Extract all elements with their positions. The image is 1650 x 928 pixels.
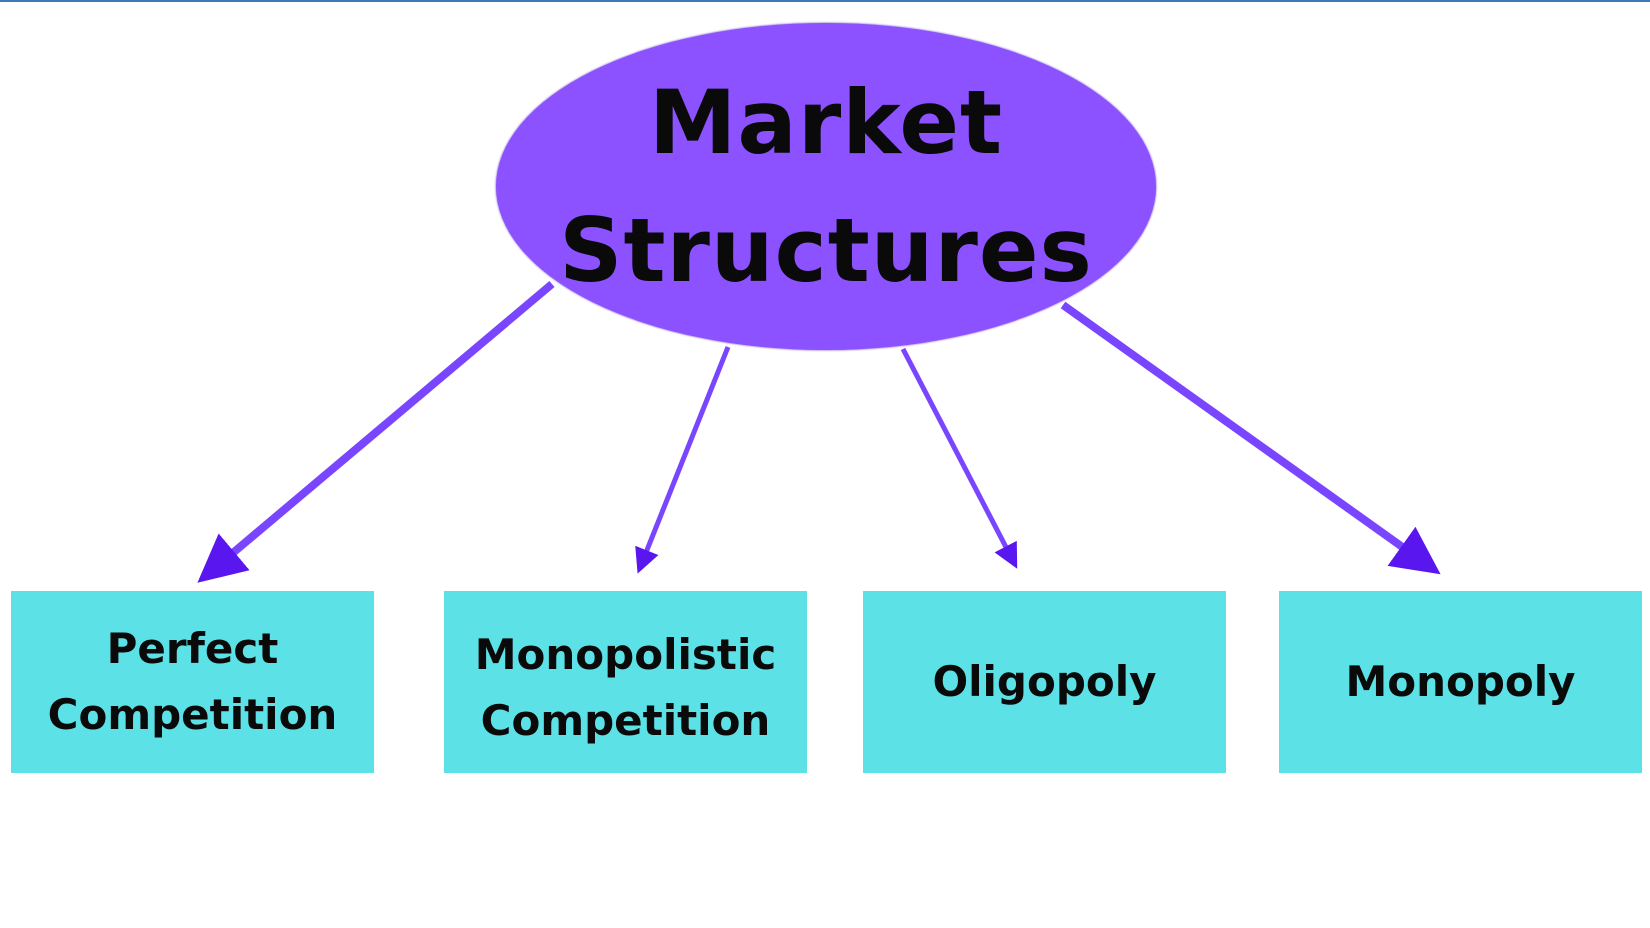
title-line-1: Market	[648, 70, 1004, 174]
box-monopolistic-competition: Monopolistic Competition	[444, 591, 807, 773]
box-label-line-2: Competition	[480, 696, 771, 745]
arrow-oligopoly	[900, 347, 1018, 569]
arrow-monopoly	[1060, 301, 1441, 575]
box-perfect-competition: Perfect Competition	[11, 591, 374, 773]
arrow-monopolistic-competition	[635, 346, 731, 574]
box-label: Monopoly	[1345, 657, 1576, 706]
title-line-2: Structures	[559, 198, 1093, 302]
arrow-perfect-competition	[197, 280, 555, 583]
top-border	[0, 0, 1650, 2]
box-oligopoly: Oligopoly	[863, 591, 1226, 773]
box-label-line-1: Monopolistic	[474, 630, 777, 679]
box-label-line-2: Competition	[47, 690, 338, 739]
box-monopoly: Monopoly	[1279, 591, 1642, 773]
market-structures-node: Market Structures	[496, 23, 1156, 350]
box-label-line-1: Perfect	[106, 624, 279, 673]
box-label: Oligopoly	[932, 657, 1157, 706]
